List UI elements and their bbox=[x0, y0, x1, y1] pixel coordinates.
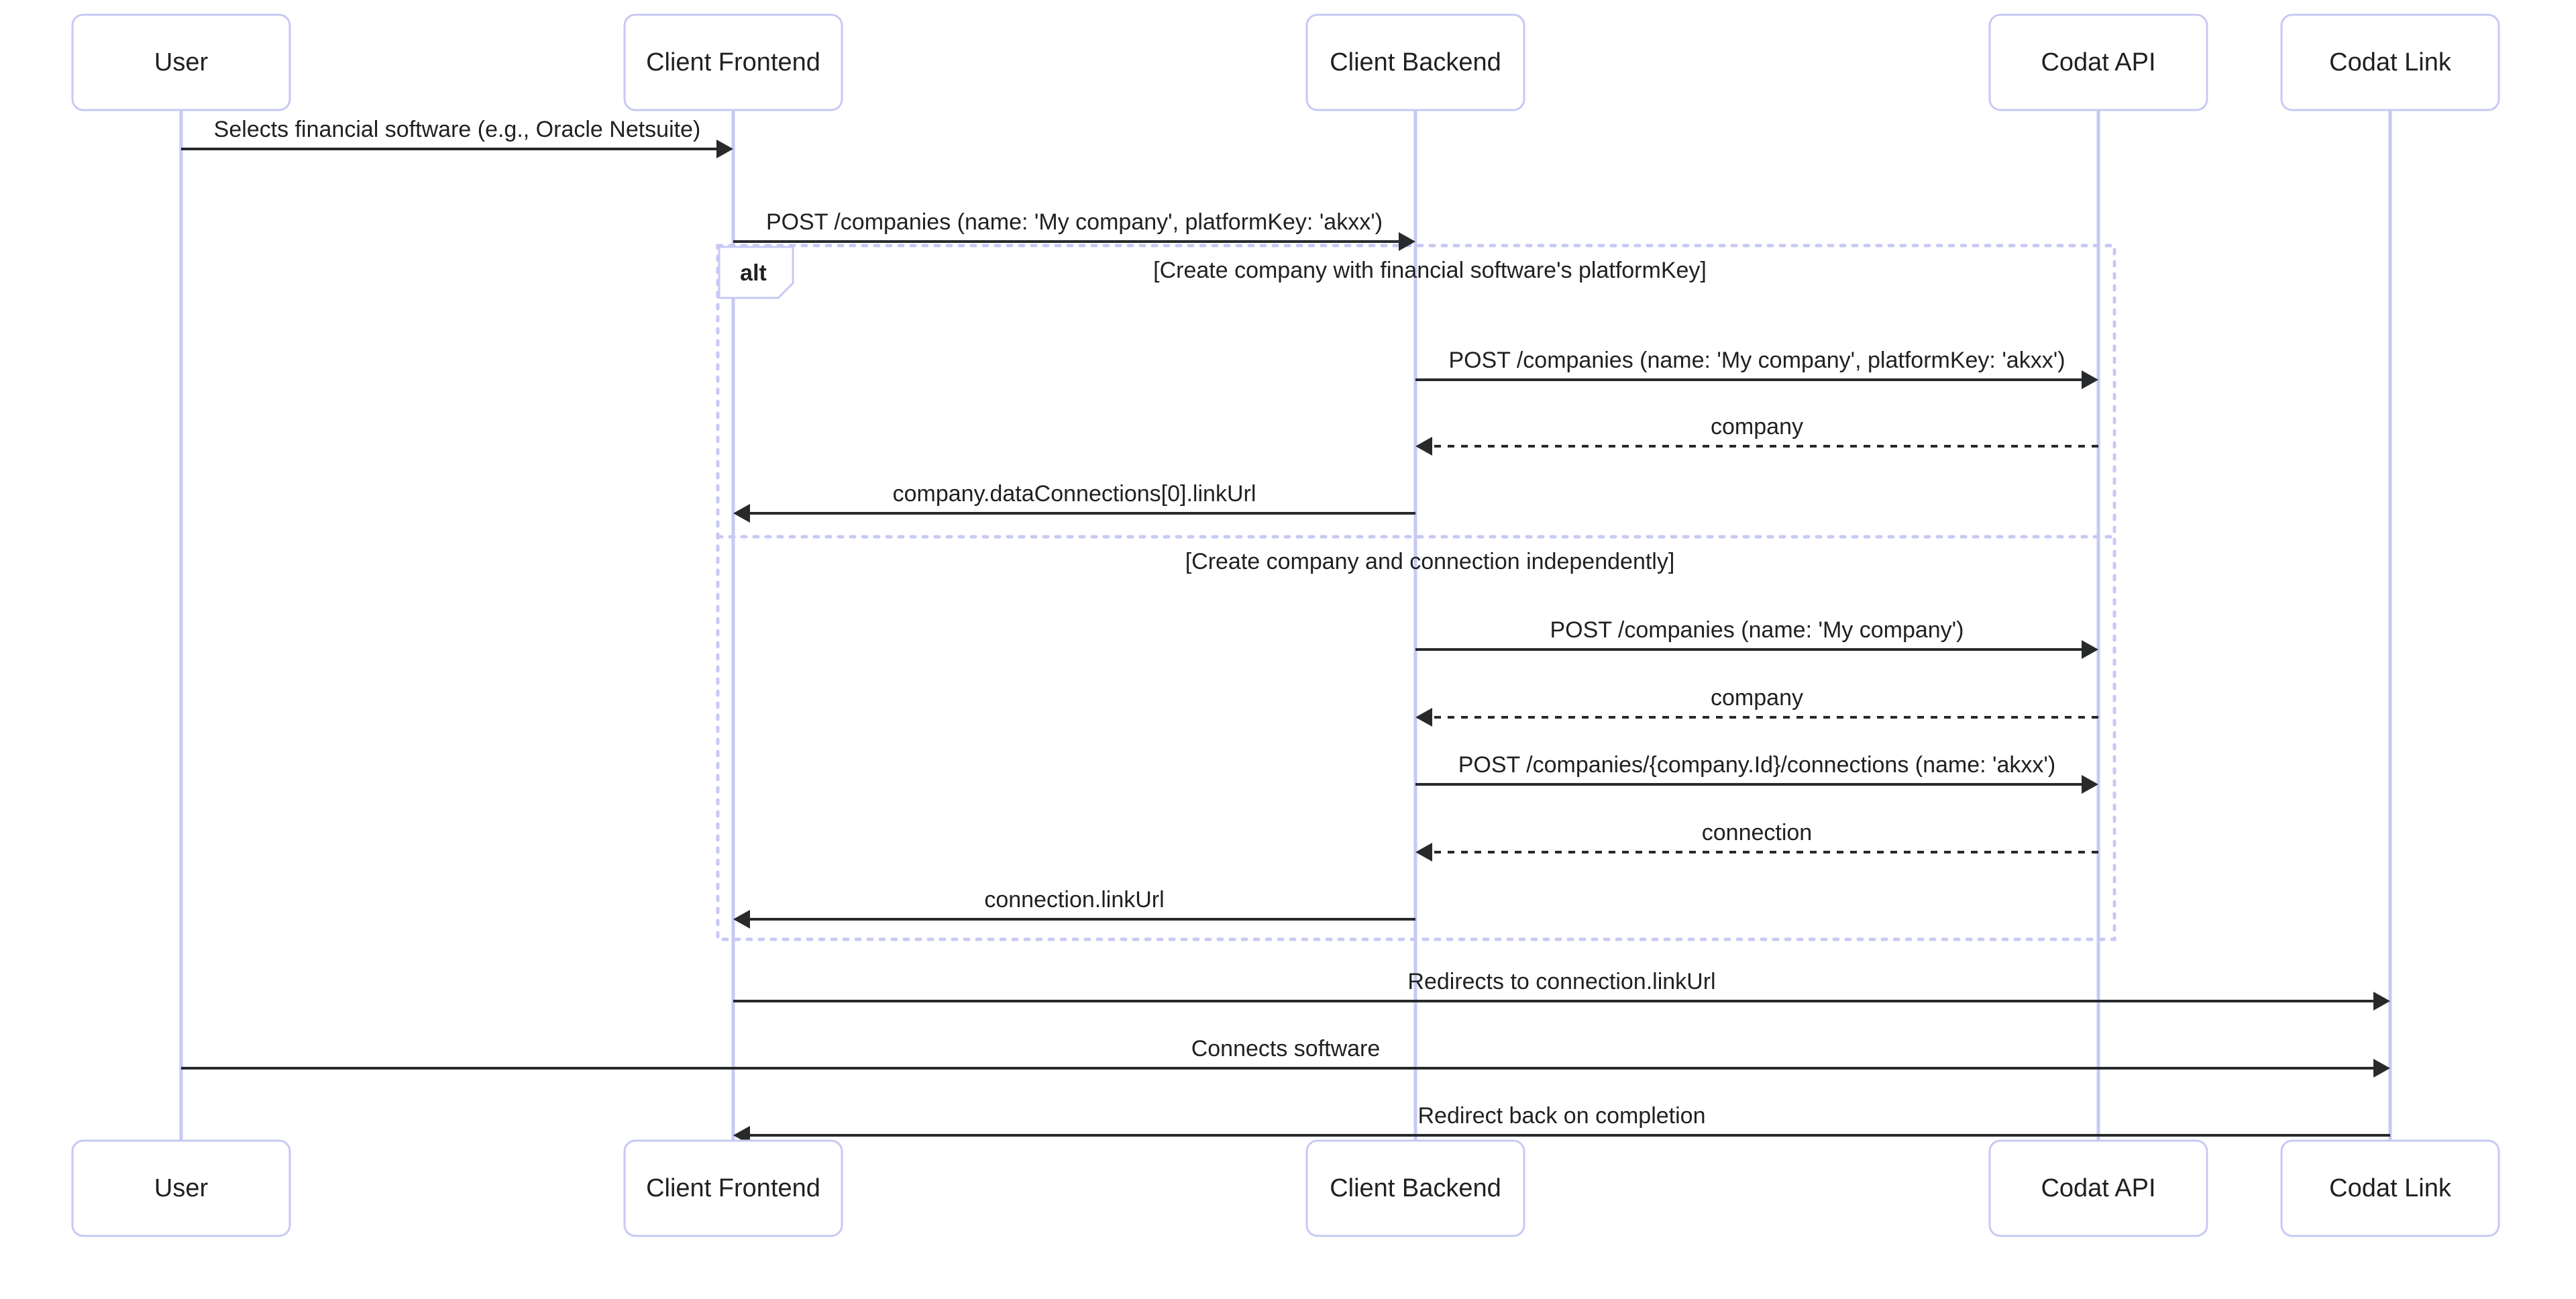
message-label-m7: company bbox=[1711, 685, 1803, 711]
message-label-m3: POST /companies (name: 'My company', pla… bbox=[1448, 348, 2065, 373]
message-label-m13: Redirect back on completion bbox=[1417, 1103, 1705, 1129]
message-label-m11: Redirects to connection.linkUrl bbox=[1407, 969, 1715, 994]
message-label-m8: POST /companies/{company.Id}/connections… bbox=[1458, 752, 2056, 778]
message-arrowhead-m2 bbox=[1399, 232, 1415, 251]
fragment-border bbox=[716, 244, 2116, 941]
message-arrowhead-m8 bbox=[2082, 775, 2098, 794]
actor-box-backend-bottom[interactable] bbox=[1305, 1139, 1525, 1237]
actor-label-backend-bottom: Client Backend bbox=[1330, 1174, 1501, 1202]
actor-label-codatapi-top: Codat API bbox=[2041, 48, 2155, 76]
actor-box-frontend-bottom[interactable] bbox=[623, 1139, 843, 1237]
fragment-condition-2: [Create company and connection independe… bbox=[1185, 549, 1675, 574]
actor-label-codatlink-bottom: Codat Link bbox=[2329, 1174, 2452, 1202]
message-label-m10: connection.linkUrl bbox=[984, 887, 1164, 913]
actor-label-frontend-top: Client Frontend bbox=[646, 48, 820, 76]
message-label-m9: connection bbox=[1702, 820, 1812, 845]
message-arrowhead-m3 bbox=[2082, 370, 2098, 389]
message-arrowhead-m10 bbox=[733, 910, 750, 929]
actor-box-codatapi-top[interactable] bbox=[1988, 13, 2208, 111]
actor-box-codatlink-bottom[interactable] bbox=[2280, 1139, 2500, 1237]
message-arrowhead-m9 bbox=[1415, 843, 1432, 862]
actor-box-user-top[interactable] bbox=[71, 13, 291, 111]
actor-box-backend-top[interactable] bbox=[1305, 13, 1525, 111]
actor-box-frontend-top[interactable] bbox=[623, 13, 843, 111]
messages-group: Selects financial software (e.g., Oracle… bbox=[181, 117, 2390, 1145]
fragment-keyword-box bbox=[718, 246, 794, 299]
message-arrowhead-m11 bbox=[2373, 992, 2390, 1010]
fragment-keyword-label: alt bbox=[740, 260, 767, 286]
message-label-m1: Selects financial software (e.g., Oracle… bbox=[214, 117, 701, 142]
message-label-m2: POST /companies (name: 'My company', pla… bbox=[766, 209, 1383, 235]
message-label-m6: POST /companies (name: 'My company') bbox=[1550, 617, 1964, 643]
message-label-m12: Connects software bbox=[1191, 1036, 1381, 1061]
actor-label-user-bottom: User bbox=[154, 1174, 209, 1202]
message-arrowhead-m12 bbox=[2373, 1059, 2390, 1078]
fragment-condition-1: [Create company with financial software'… bbox=[1153, 258, 1707, 283]
message-label-m4: company bbox=[1711, 414, 1803, 439]
message-arrowhead-m7 bbox=[1415, 708, 1432, 727]
actor-boxes-top: User Client Frontend Client Backend Codat A… bbox=[71, 13, 2500, 111]
actor-label-codatlink-top: Codat Link bbox=[2329, 48, 2452, 76]
actor-box-user-bottom[interactable] bbox=[71, 1139, 291, 1237]
message-arrowhead-m4 bbox=[1415, 437, 1432, 456]
message-arrowhead-m1 bbox=[716, 140, 733, 158]
actor-box-codatapi-bottom[interactable] bbox=[1988, 1139, 2208, 1237]
actor-label-backend-top: Client Backend bbox=[1330, 48, 1501, 76]
actor-label-frontend-bottom: Client Frontend bbox=[646, 1174, 820, 1202]
actor-boxes-bottom: User Client Frontend Client Backend Codat A… bbox=[71, 1139, 2500, 1237]
actor-label-codatapi-bottom: Codat API bbox=[2041, 1174, 2155, 1202]
alt-fragment: alt [Create company with financial softwa… bbox=[716, 244, 2116, 941]
actor-box-codatlink-top[interactable] bbox=[2280, 13, 2500, 111]
actor-label-user-top: User bbox=[154, 48, 209, 76]
message-arrowhead-m5 bbox=[733, 504, 750, 523]
message-label-m5: company.dataConnections[0].linkUrl bbox=[893, 481, 1256, 507]
message-arrowhead-m6 bbox=[2082, 640, 2098, 659]
